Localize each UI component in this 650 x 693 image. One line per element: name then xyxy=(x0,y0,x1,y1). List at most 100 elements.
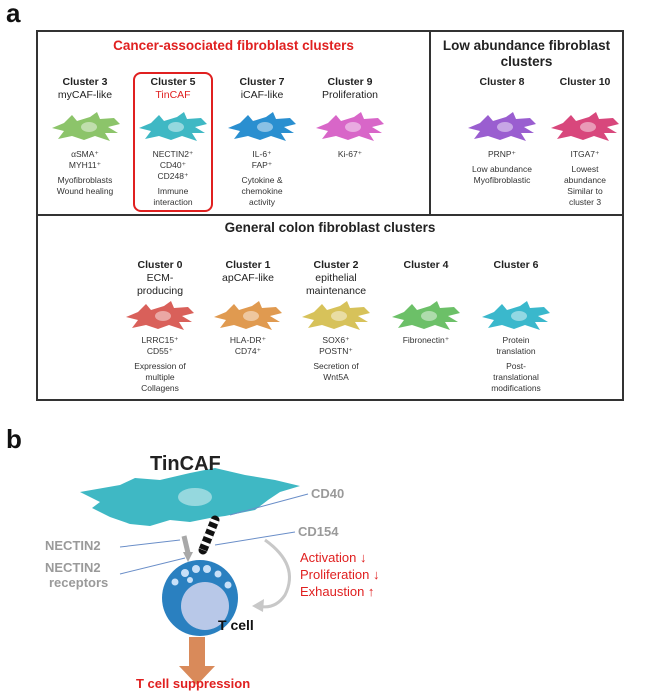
cluster-5-marker-1: NECTIN2⁺ xyxy=(152,149,194,159)
cluster-7-marker-2: FAP⁺ xyxy=(251,160,273,170)
cluster-1-marker-1: HLA-DR⁺ xyxy=(229,335,267,345)
cluster-2-sub-1: epithelial xyxy=(315,272,357,284)
cluster-8-marker-1: PRNP⁺ xyxy=(487,149,517,159)
tincaf-nucleus xyxy=(178,488,212,506)
cluster-5-marker-3: CD248⁺ xyxy=(157,171,189,181)
cluster-0-marker-1: LRRC15⁺ xyxy=(141,335,179,345)
effect-exhaustion: Exhaustion ↑ xyxy=(300,584,375,599)
cluster-0-fibroblast-icon xyxy=(126,301,194,330)
cluster-9-marker-1: Ki-67⁺ xyxy=(337,149,363,159)
cluster-2-desc-2: Wnt5A xyxy=(323,372,349,382)
cluster-3-desc-1: Myofibroblasts xyxy=(57,175,113,185)
low-section-title-1: Low abundance fibroblast xyxy=(442,38,611,53)
cluster-10-marker-1: ITGA7⁺ xyxy=(570,149,600,159)
effect-activation: Activation ↓ xyxy=(300,550,367,565)
cluster-3-marker-2: MYH11⁺ xyxy=(68,160,102,170)
suppression-arrow-shaft xyxy=(189,637,205,667)
cluster-4-fibroblast-icon xyxy=(392,301,460,330)
tincaf-label: TinCAF xyxy=(150,453,221,475)
cluster-2-fibroblast-icon xyxy=(302,301,370,330)
cluster-8-desc-2: Myofibroblastic xyxy=(473,175,531,185)
cluster-7-desc-3: activity xyxy=(249,197,275,207)
nectin2-label: NECTIN2 xyxy=(45,538,101,553)
cluster-2-name: Cluster 2 xyxy=(313,259,359,271)
cluster-8-name: Cluster 8 xyxy=(479,76,525,88)
nectin2-receptors-label-1: NECTIN2 xyxy=(45,560,101,575)
cluster-3-marker-1: αSMA⁺ xyxy=(71,149,99,159)
cluster-4-marker-1: Fibronectin⁺ xyxy=(402,335,450,345)
cluster-3-fibroblast-icon xyxy=(52,112,120,141)
cancer-section-title: Cancer-associated fibroblast clusters xyxy=(113,38,354,53)
nectin2-receptors-label-2: receptors xyxy=(49,575,109,590)
cluster-10-desc-1: Lowest xyxy=(571,164,599,174)
cluster-10-desc-3: Similar to xyxy=(567,186,603,196)
cluster-6-name: Cluster 6 xyxy=(493,259,539,271)
cluster-6-fibroblast-icon xyxy=(482,301,550,330)
t-cell-label: T cell xyxy=(218,617,254,633)
cluster-3-name: Cluster 3 xyxy=(62,76,108,88)
cluster-6-desc-3: modifications xyxy=(491,383,541,393)
general-fibroblast-box xyxy=(36,214,624,401)
suppression-arrow-head xyxy=(179,666,215,685)
feedback-arrow xyxy=(257,538,291,609)
tincaf-mechanism-diagram xyxy=(80,468,309,685)
cluster-5-name: Cluster 5 xyxy=(150,76,196,88)
nectin2-pointer xyxy=(119,539,181,548)
cluster-2-marker-2: POSTN⁺ xyxy=(319,346,353,356)
cluster-5-marker-2: CD40⁺ xyxy=(159,160,187,170)
cluster-5-fibroblast-icon xyxy=(139,112,207,141)
cluster-10-desc-4: cluster 3 xyxy=(568,197,602,207)
cluster-2-desc-1: Secretion of xyxy=(313,361,359,371)
cluster-5-desc-1: Immune xyxy=(157,186,189,196)
cluster-9-sub: Proliferation xyxy=(321,89,379,101)
cluster-0-sub-2: producing xyxy=(136,285,184,297)
panel-b-letter: b xyxy=(6,424,22,454)
t-cell-shape xyxy=(162,560,238,636)
cluster-2-sub-2: maintenance xyxy=(305,285,367,297)
cluster-5-desc-2: interaction xyxy=(153,197,193,207)
t-cell-suppression-label: T cell suppression xyxy=(136,676,251,691)
cluster-6-marker-1: Protein xyxy=(502,335,530,345)
cluster-0-desc-3: Collagens xyxy=(141,383,179,393)
cluster-10-desc-2: abundance xyxy=(563,175,607,185)
cluster-7-desc-2: chemokine xyxy=(241,186,283,196)
panel-a-letter: a xyxy=(6,0,21,28)
cluster-9-fibroblast-icon xyxy=(316,112,384,141)
tincaf-highlight-box xyxy=(133,72,213,212)
cluster-0-sub-1: ECM- xyxy=(146,272,174,284)
cluster-5-sub: TinCAF xyxy=(155,89,191,101)
cluster-3-sub: myCAF-like xyxy=(57,89,113,101)
low-section-title-2: clusters xyxy=(500,54,553,69)
cluster-1-name: Cluster 1 xyxy=(225,259,271,271)
cluster-0-name: Cluster 0 xyxy=(137,259,183,271)
cluster-10-fibroblast-icon xyxy=(551,112,619,141)
cluster-1-sub-1: apCAF-like xyxy=(222,272,274,284)
cd40-pointer xyxy=(229,493,309,516)
cluster-3-desc-2: Wound healing xyxy=(56,186,114,196)
cluster-4-name: Cluster 4 xyxy=(403,259,449,271)
cluster-2-marker-1: SOX6⁺ xyxy=(322,335,350,345)
cluster-8-desc-1: Low abundance xyxy=(471,164,533,174)
cluster-7-sub: iCAF-like xyxy=(240,89,284,101)
tincaf-cell-shape xyxy=(80,468,300,526)
cd154-label: CD154 xyxy=(298,524,339,539)
cluster-7-marker-1: IL-6⁺ xyxy=(252,149,272,159)
nectin2-receptor xyxy=(181,535,193,562)
nectin2-receptors-pointer xyxy=(119,557,186,575)
cluster-8-fibroblast-icon xyxy=(468,112,536,141)
cluster-1-marker-2: CD74⁺ xyxy=(234,346,262,356)
general-section-title: General colon fibroblast clusters xyxy=(224,220,436,235)
cd154-pointer xyxy=(214,531,296,546)
effect-proliferation: Proliferation ↓ xyxy=(300,567,380,582)
cluster-0-desc-1: Expression of xyxy=(134,361,186,371)
cluster-7-name: Cluster 7 xyxy=(239,76,285,88)
cd40-label: CD40 xyxy=(311,486,345,501)
cluster-6-marker-2: translation xyxy=(496,346,536,356)
cluster-6-desc-1: Post- xyxy=(506,361,526,371)
cd40-receptor xyxy=(198,515,220,555)
cluster-0-desc-2: multiple xyxy=(145,372,175,382)
cluster-7-fibroblast-icon xyxy=(228,112,296,141)
cluster-0-marker-2: CD55⁺ xyxy=(146,346,174,356)
cluster-1-fibroblast-icon xyxy=(214,301,282,330)
cluster-10-name: Cluster 10 xyxy=(559,76,611,88)
